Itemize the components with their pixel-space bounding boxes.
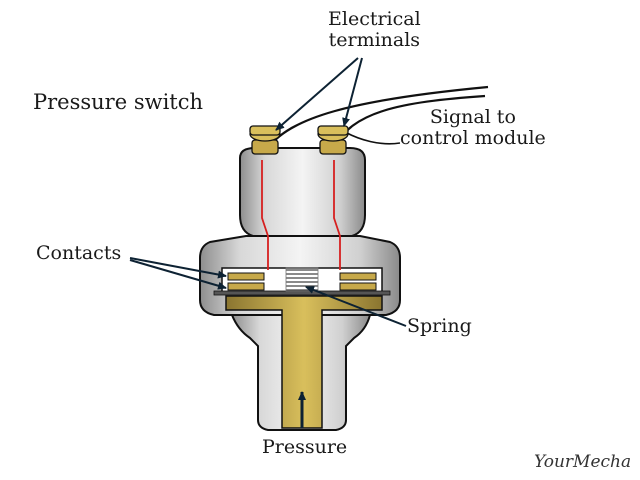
brand-watermark: YourMecha bbox=[534, 452, 632, 472]
label-spring: Spring bbox=[407, 315, 472, 337]
spring-coil bbox=[285, 267, 319, 292]
diaphragm-plate bbox=[213, 290, 391, 296]
internal-wire-right bbox=[333, 160, 341, 270]
label-electrical-line-2: terminals bbox=[328, 29, 421, 51]
contact-lower-right bbox=[339, 282, 377, 291]
internal-wire-left bbox=[261, 160, 269, 270]
arrow-spring bbox=[305, 286, 407, 327]
diagram-title: Pressure switch bbox=[33, 90, 204, 114]
arrow-contact-lower bbox=[129, 259, 227, 290]
arrow-terminal-left bbox=[275, 57, 359, 131]
upper-housing bbox=[239, 147, 366, 237]
label-contacts: Contacts bbox=[36, 242, 122, 264]
label-electrical-terminals: Electrical terminals bbox=[328, 9, 421, 51]
signal-wire-tail bbox=[344, 131, 401, 145]
arrow-terminal-right bbox=[342, 57, 363, 127]
label-signal: Signal to control module bbox=[400, 107, 546, 149]
contact-upper-right bbox=[339, 272, 377, 281]
contact-lower-left bbox=[227, 282, 265, 291]
pressure-port bbox=[225, 295, 383, 429]
label-signal-line-2: control module bbox=[400, 127, 546, 149]
terminal-right bbox=[317, 125, 349, 155]
terminal-left bbox=[249, 125, 281, 155]
arrow-contact-upper bbox=[129, 257, 227, 279]
label-signal-line-1: Signal to bbox=[429, 106, 516, 128]
contact-upper-left bbox=[227, 272, 265, 281]
label-electrical-line-1: Electrical bbox=[328, 8, 421, 30]
label-pressure: Pressure bbox=[262, 436, 348, 458]
